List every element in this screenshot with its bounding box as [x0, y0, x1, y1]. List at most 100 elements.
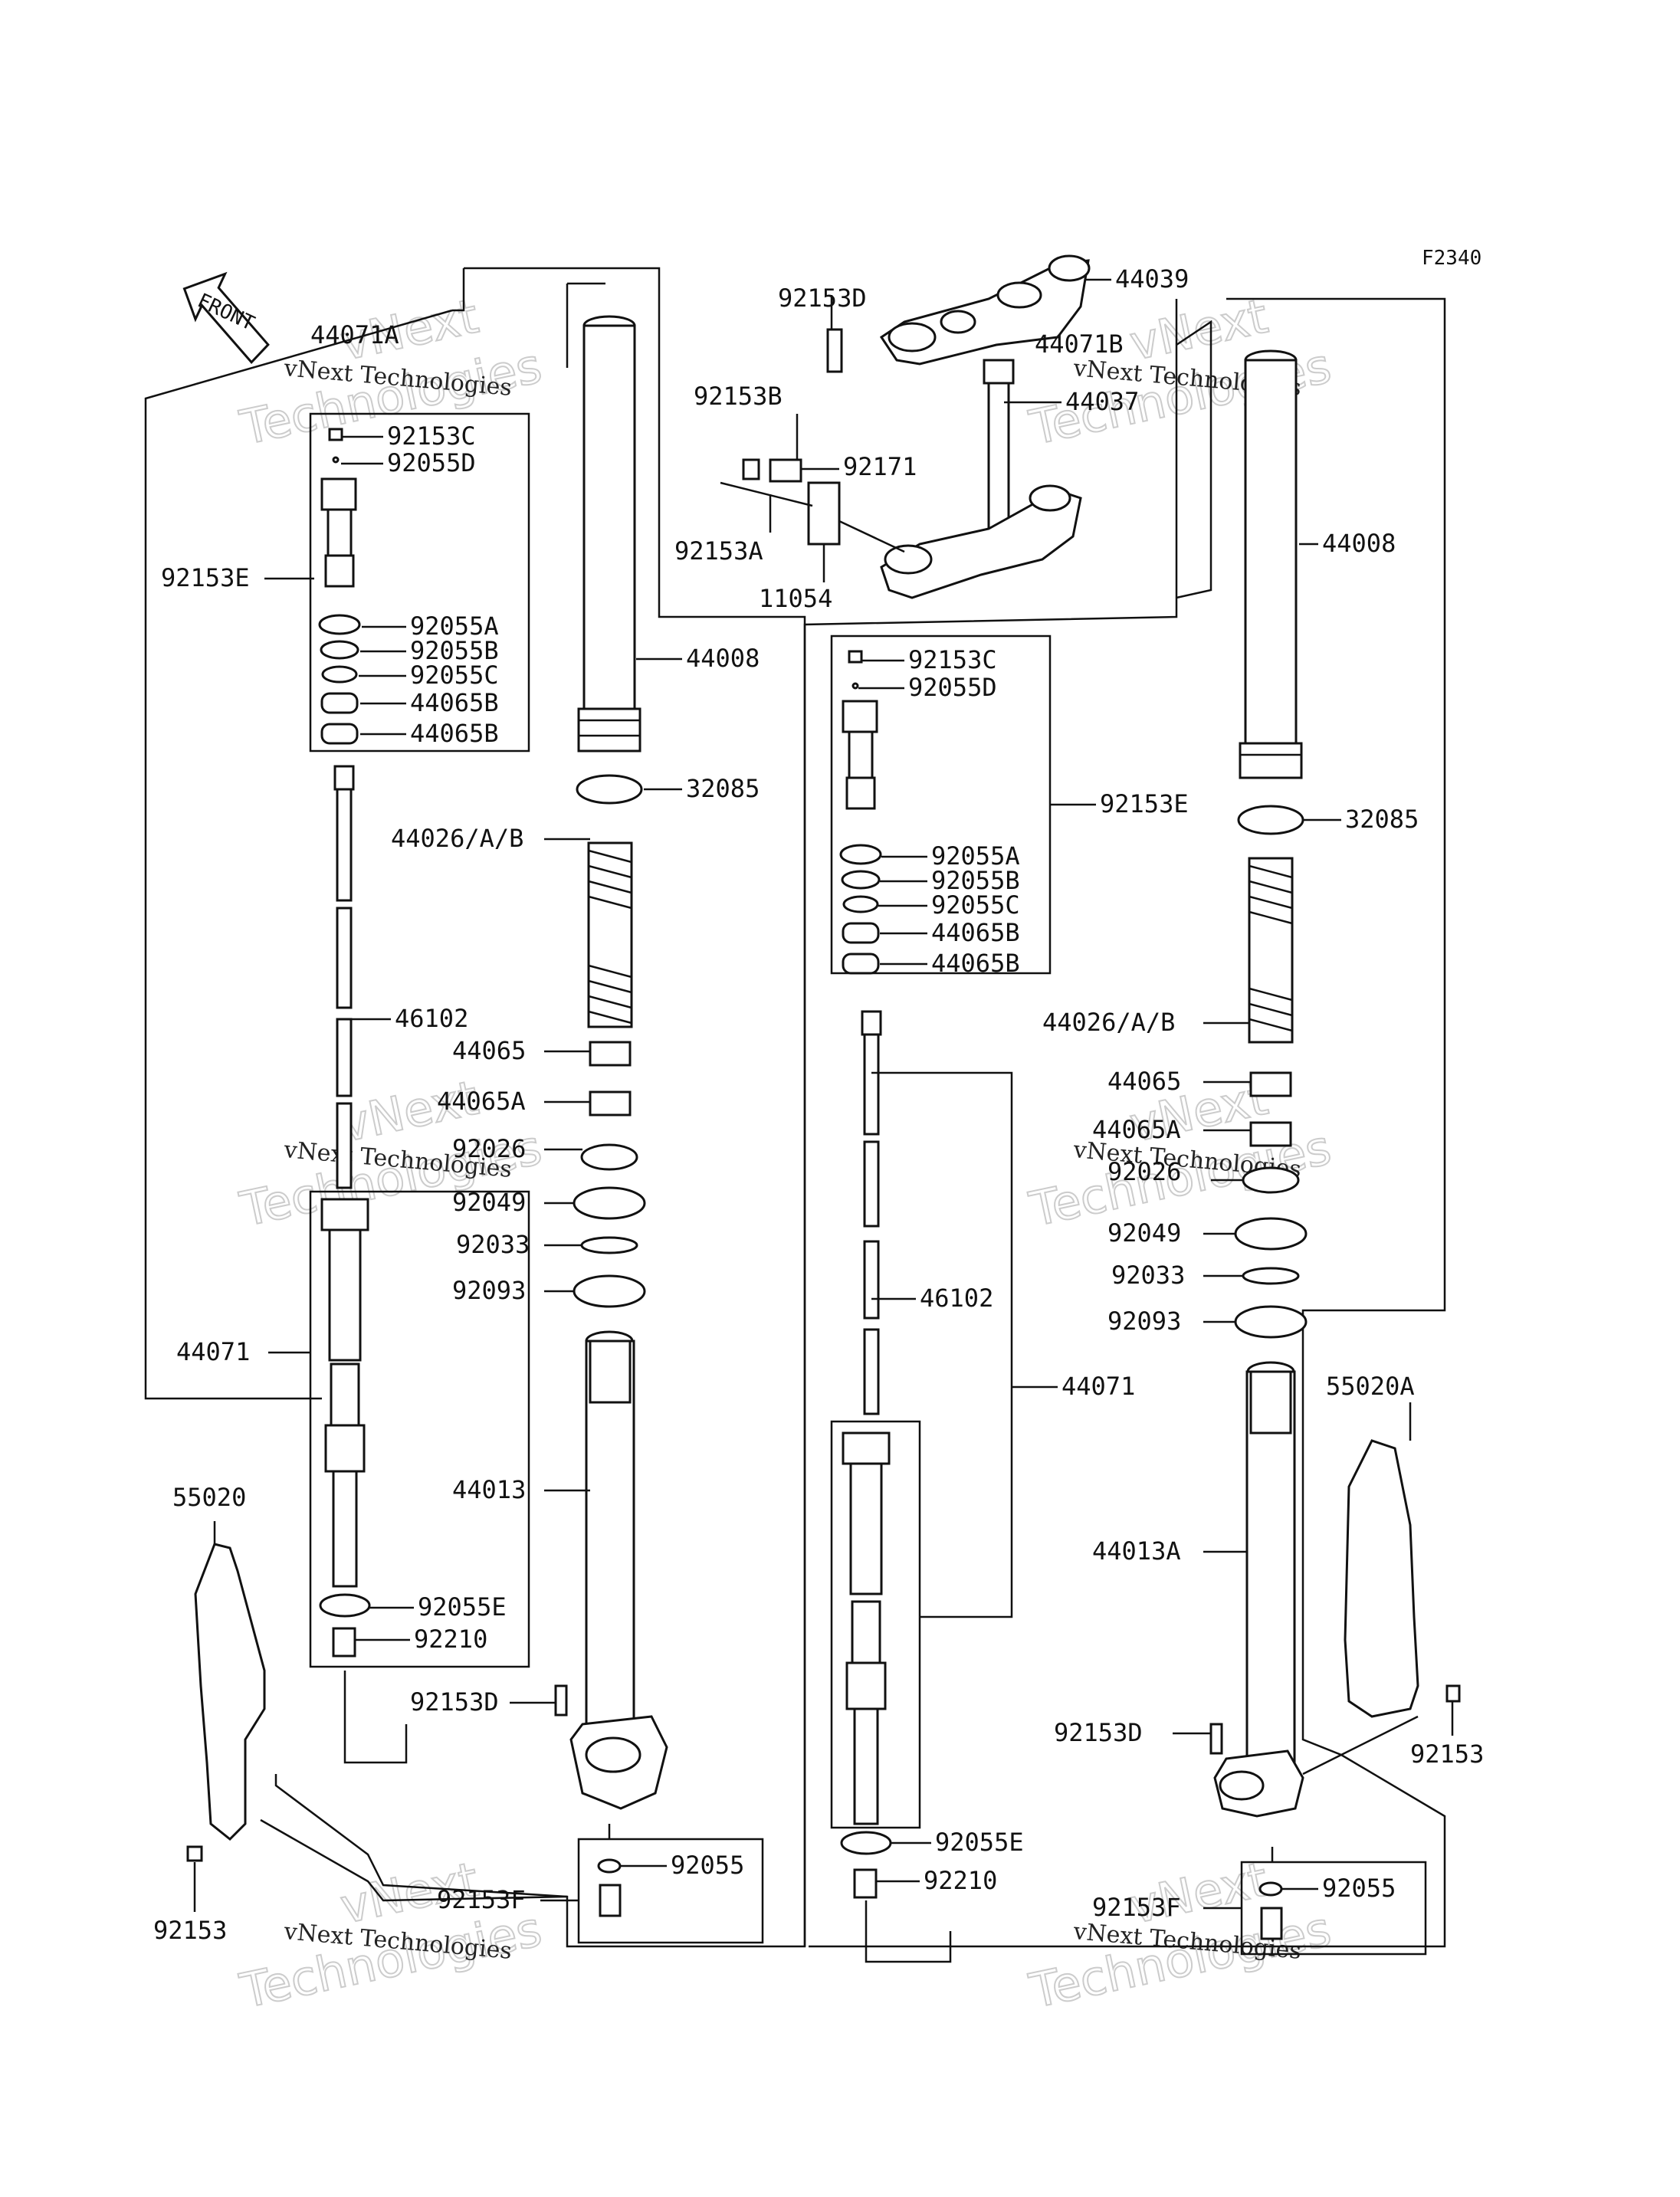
- left-dustseal-92093: [573, 1274, 646, 1308]
- label-92153D-top: 92153D: [778, 284, 867, 313]
- label-left-92153D: 92153D: [410, 1687, 499, 1717]
- label-right-92153: 92153: [1410, 1740, 1484, 1769]
- label-left-92055C: 92055C: [410, 661, 499, 690]
- left-assembly-outline: [144, 267, 806, 1948]
- label-92153A: 92153A: [674, 536, 763, 566]
- label-right-44065A: 44065A: [1092, 1115, 1181, 1144]
- label-left-92153F: 92153F: [437, 1885, 526, 1914]
- left-upper-tube: [566, 282, 641, 753]
- watermark-bottom-left: Technologies vNext vNext Technologies: [235, 1851, 547, 2020]
- leader-lines: [193, 278, 1454, 1912]
- right-assembly-outline: [803, 297, 1446, 1948]
- right-ring-32085: [1237, 805, 1304, 835]
- right-cap-assembly: [839, 650, 882, 975]
- left-cap-box: [309, 412, 530, 753]
- label-left-92055: 92055: [671, 1851, 744, 1880]
- label-left-44026: 44026/A/B: [391, 824, 523, 853]
- right-spring: [1248, 857, 1294, 1044]
- left-plug-92153F: [599, 1884, 622, 1917]
- right-bolt-92210: [853, 1868, 878, 1899]
- right-cartridge: [842, 1431, 891, 1825]
- label-left-92055B: 92055B: [410, 636, 499, 665]
- label-left-44013: 44013: [452, 1475, 526, 1504]
- label-left-92049: 92049: [452, 1188, 526, 1217]
- right-bolt-92153D: [1209, 1723, 1223, 1755]
- left-bolt-92210: [332, 1627, 356, 1658]
- label-right-92055: 92055: [1322, 1874, 1396, 1903]
- left-seal-92049: [573, 1186, 646, 1220]
- right-oring-92055E: [840, 1831, 892, 1855]
- left-bushing-44065: [589, 1041, 632, 1067]
- left-lower-tube: [569, 1330, 668, 1810]
- right-clip-92033: [1242, 1267, 1300, 1285]
- left-clip-92033: [580, 1236, 638, 1254]
- label-left-44008: 44008: [686, 644, 760, 673]
- label-right-92033: 92033: [1111, 1261, 1185, 1290]
- label-right-92210: 92210: [924, 1866, 997, 1895]
- right-seal-92049: [1234, 1217, 1308, 1251]
- right-washer-92055: [1258, 1881, 1283, 1897]
- label-11054: 11054: [759, 584, 832, 613]
- label-left-92153E: 92153E: [161, 563, 250, 592]
- label-right-92055E: 92055E: [935, 1828, 1024, 1857]
- right-bushing-44065A: [1249, 1121, 1292, 1147]
- label-left-44065B-2: 44065B: [410, 719, 499, 748]
- right-upper-tube: [1239, 349, 1303, 779]
- left-spring: [587, 841, 633, 1028]
- left-bushing-44065A: [589, 1090, 632, 1117]
- label-right-46102: 46102: [920, 1284, 993, 1313]
- label-right-92049: 92049: [1107, 1218, 1181, 1248]
- label-left-44065: 44065: [452, 1036, 526, 1065]
- label-44071A: 44071A: [310, 320, 399, 349]
- label-44039: 44039: [1115, 264, 1189, 293]
- left-ring-32085: [576, 774, 643, 805]
- label-right-92153D: 92153D: [1054, 1718, 1143, 1747]
- label-left-92210: 92210: [414, 1625, 487, 1654]
- label-right-92026: 92026: [1107, 1157, 1181, 1186]
- right-washer-92026: [1242, 1166, 1300, 1194]
- label-left-92153: 92153: [153, 1916, 227, 1945]
- label-right-32085: 32085: [1345, 805, 1419, 834]
- label-right-92055D: 92055D: [908, 673, 997, 702]
- left-bolt-92153: [186, 1845, 203, 1862]
- front-arrow: FRONT: [182, 271, 270, 364]
- label-left-92093: 92093: [452, 1276, 526, 1305]
- label-left-92026: 92026: [452, 1134, 526, 1163]
- label-right-44008: 44008: [1322, 529, 1396, 558]
- left-cartridge: [320, 1198, 369, 1588]
- watermark-mid-left: Technologies vNext vNext Technologies: [235, 1069, 547, 1238]
- left-fork-guard: [194, 1543, 266, 1841]
- right-lower-tube: [1213, 1361, 1304, 1818]
- right-bolt-92153: [1445, 1684, 1461, 1703]
- label-right-44065: 44065: [1107, 1067, 1181, 1096]
- lower-triple-clamp: [880, 484, 1082, 599]
- label-44071B: 44071B: [1035, 330, 1124, 359]
- label-left-44071: 44071: [176, 1337, 250, 1366]
- left-washer-92026: [580, 1143, 638, 1171]
- label-right-92153E: 92153E: [1100, 789, 1189, 818]
- label-right-92055A: 92055A: [931, 841, 1020, 871]
- label-right-92153F: 92153F: [1092, 1893, 1181, 1922]
- label-left-92055D: 92055D: [387, 448, 476, 477]
- label-44037: 44037: [1065, 387, 1139, 416]
- clamp-bracket: [720, 328, 905, 553]
- label-right-92153C: 92153C: [908, 645, 997, 674]
- label-left-55020: 55020: [172, 1483, 246, 1512]
- label-92153B: 92153B: [694, 382, 783, 411]
- label-right-44065B-1: 44065B: [931, 918, 1020, 947]
- label-left-92153C: 92153C: [387, 421, 476, 451]
- right-dustseal-92093: [1234, 1305, 1308, 1339]
- label-right-44013A: 44013A: [1092, 1536, 1181, 1566]
- label-left-92055A: 92055A: [410, 612, 499, 641]
- label-right-44071: 44071: [1061, 1372, 1135, 1401]
- right-plug-92153F: [1260, 1907, 1283, 1940]
- label-right-92055B: 92055B: [931, 866, 1020, 895]
- label-left-44065B-1: 44065B: [410, 688, 499, 717]
- part-labels: 44071A 44071B 44039 44037 92153D 92153B …: [153, 264, 1484, 1945]
- left-cap-assembly: [318, 428, 361, 745]
- right-fork-guard: [1344, 1439, 1419, 1718]
- label-right-55020A: 55020A: [1326, 1372, 1415, 1401]
- label-left-46102: 46102: [395, 1004, 468, 1033]
- label-right-44026: 44026/A/B: [1042, 1008, 1175, 1037]
